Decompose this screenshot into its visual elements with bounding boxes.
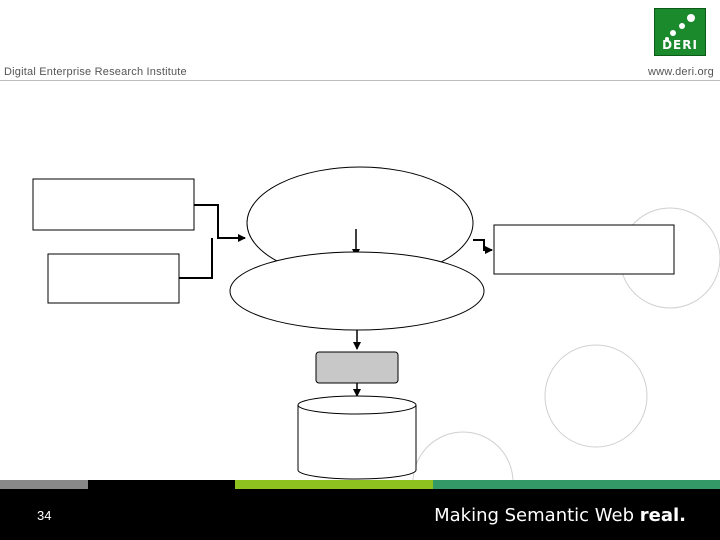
footer-stripe-gray: [0, 480, 88, 489]
diagram: [32, 166, 675, 480]
site-url[interactable]: www.deri.org: [648, 66, 714, 78]
institute-name: Digital Enterprise Research Institute: [4, 66, 187, 78]
page-number: 34: [37, 508, 52, 523]
tagline-main: Making Semantic Web: [434, 505, 640, 526]
connector-input-bottom: [179, 238, 213, 279]
input-box-top: [32, 178, 195, 231]
ellipse-lower: [229, 251, 485, 331]
connector-output: [473, 239, 493, 254]
output-box: [493, 224, 675, 275]
logo-text: DERI: [662, 38, 698, 52]
footer-stripe-lime: [235, 480, 433, 489]
input-box-bottom: [47, 253, 180, 304]
bg-circle-2: [544, 344, 648, 448]
header-divider: [0, 80, 720, 81]
footer-stripe-teal: [433, 480, 720, 489]
connector-input-top: [194, 204, 246, 242]
deri-logo: DERI: [654, 8, 706, 56]
footer-tagline: Making Semantic Web real.: [434, 505, 686, 526]
tagline-bold: real.: [639, 505, 686, 526]
process-box: [315, 351, 399, 384]
database-cylinder: [297, 395, 417, 480]
footer-bar: [0, 480, 720, 540]
footer-stripe-black: [88, 480, 235, 489]
